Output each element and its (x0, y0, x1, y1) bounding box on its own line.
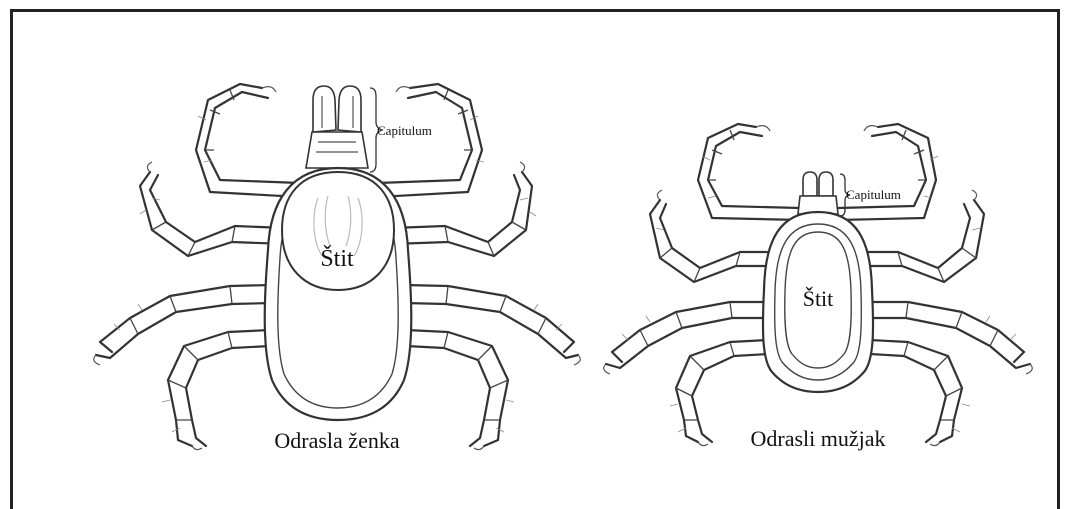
female-capitulum-label: Capitulum (377, 123, 432, 138)
male-caption: Odrasli mužjak (750, 426, 885, 451)
male-tick: Capitulum Štit Odrasli mužjak (604, 124, 1033, 451)
male-scutum-label: Štit (803, 286, 834, 311)
female-body (265, 168, 412, 420)
male-capitulum (798, 172, 850, 216)
female-capitulum (306, 86, 382, 172)
male-capitulum-label: Capitulum (846, 187, 901, 202)
female-caption: Odrasla ženka (274, 428, 399, 453)
female-tick: Capitulum Štit Odrasla ženka (94, 84, 581, 453)
female-scutum-label: Štit (320, 245, 354, 272)
